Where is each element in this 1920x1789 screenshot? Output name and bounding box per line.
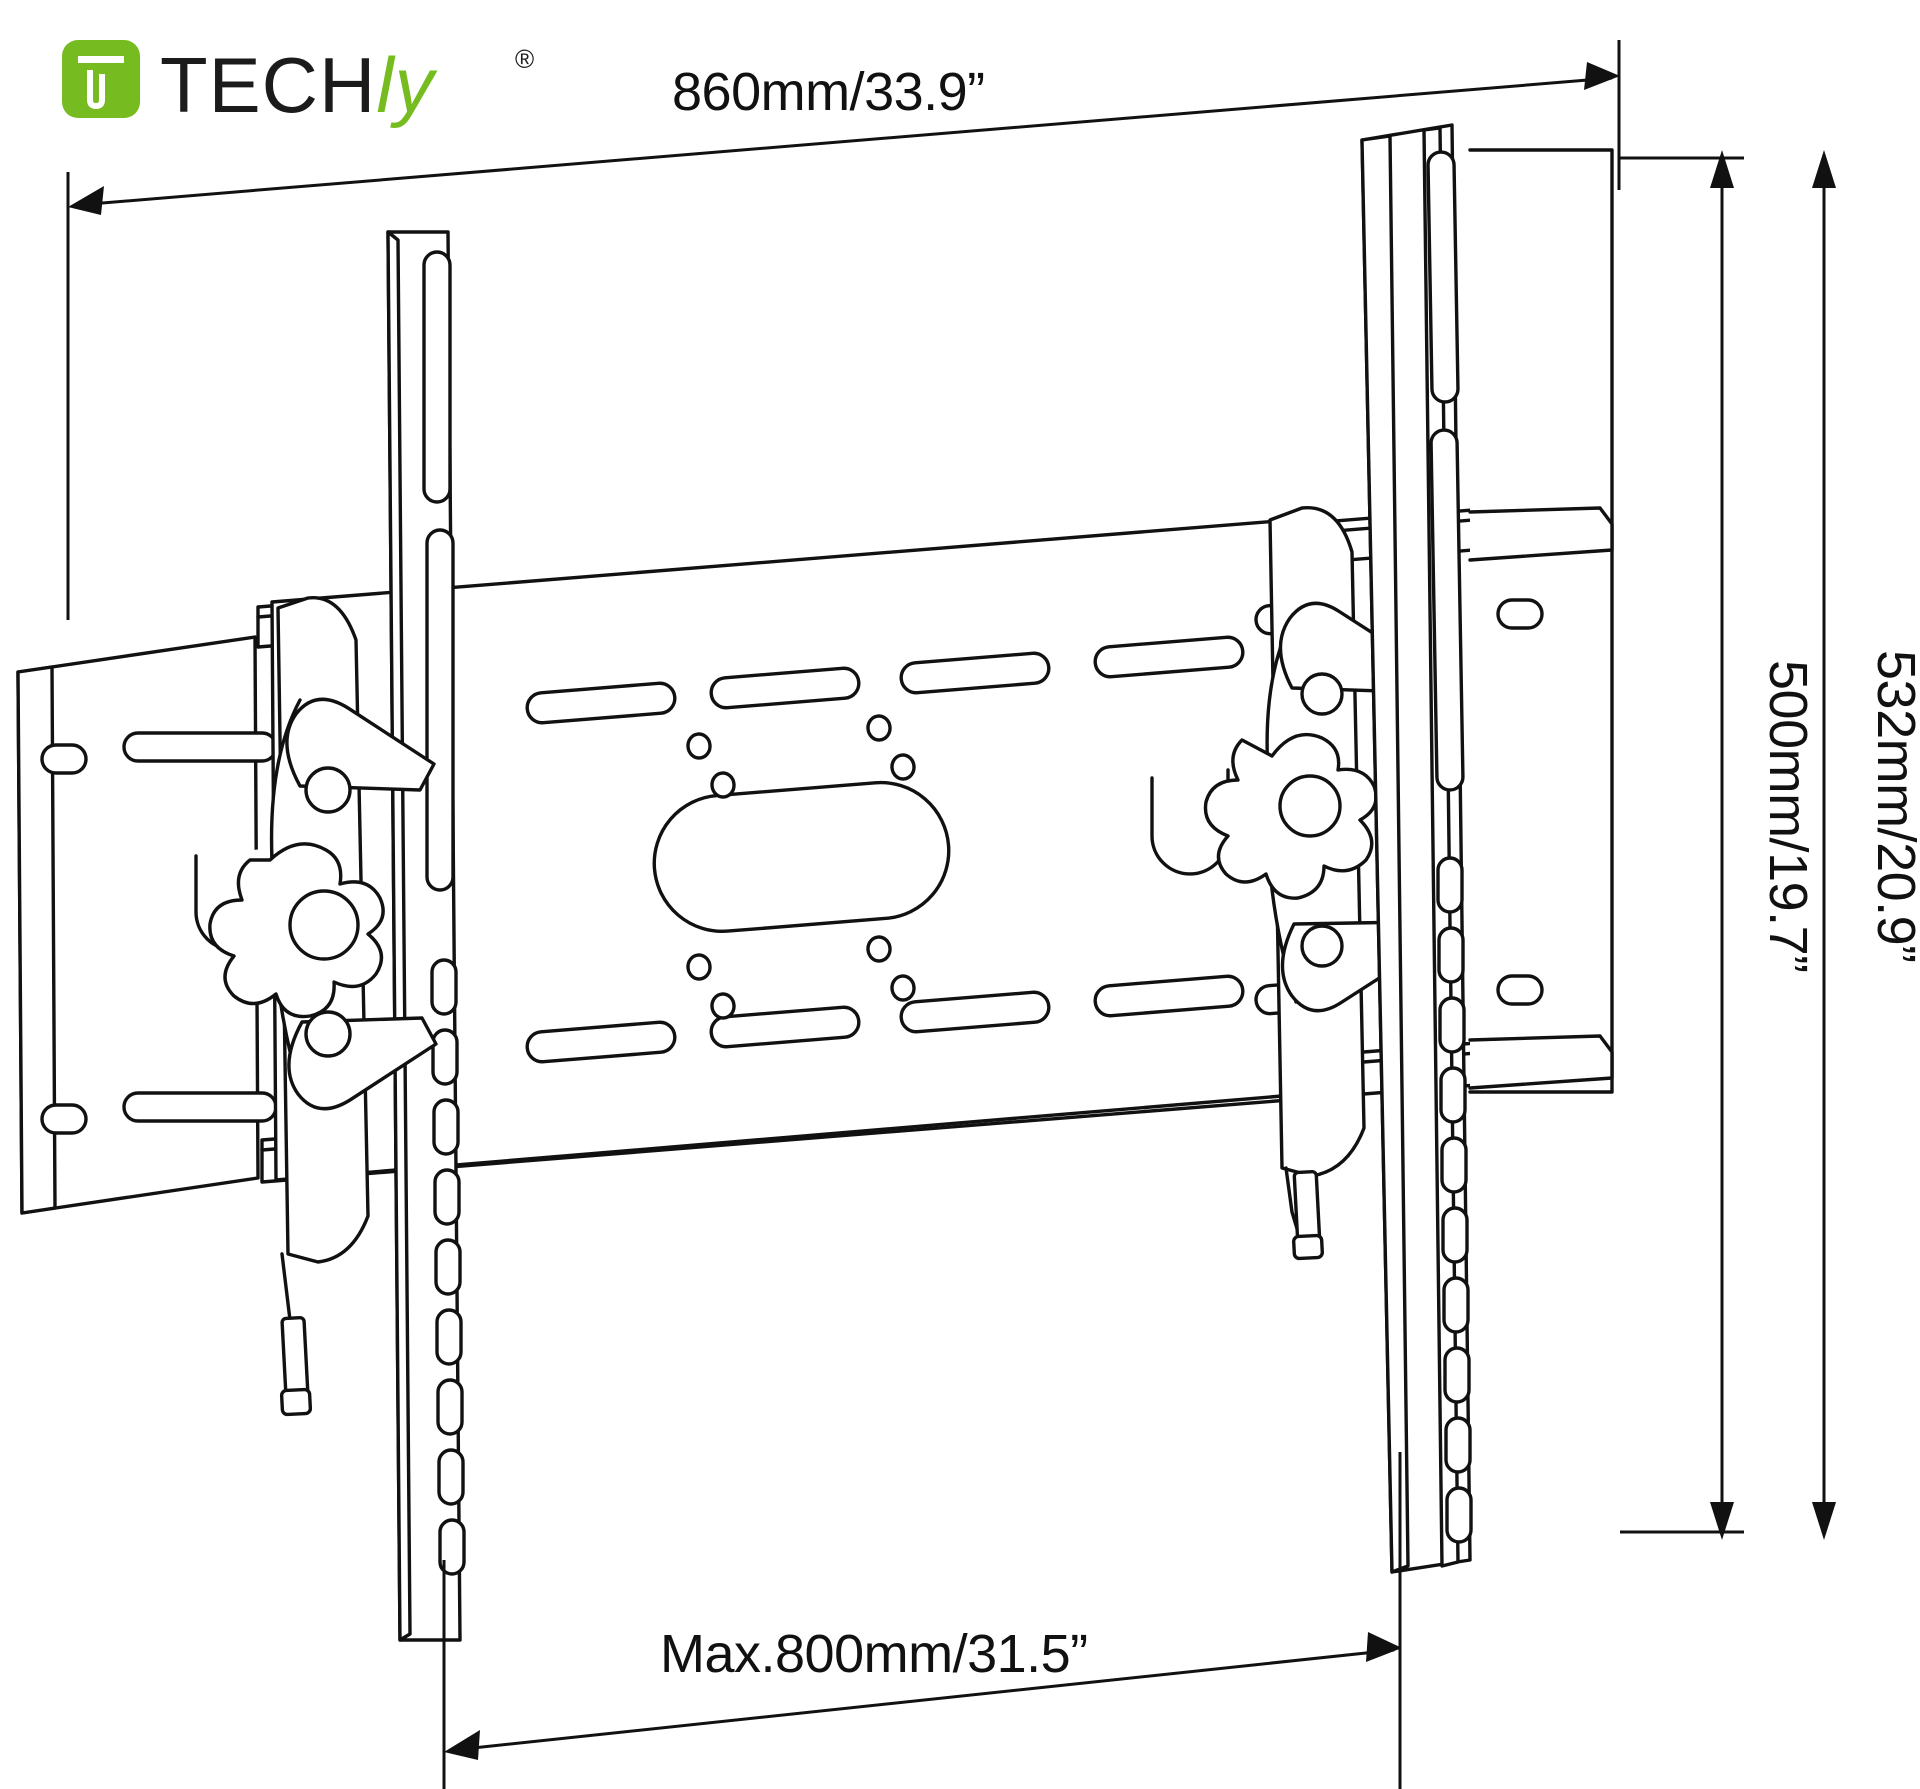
left-wall-plate xyxy=(16,635,278,1215)
bracket-drawing xyxy=(16,123,1614,1642)
dimension-label-height-outer: 532mm/20.9” xyxy=(1866,650,1920,963)
dimension-height-inner xyxy=(1620,150,1744,1540)
techly-logo: TECHly ® xyxy=(62,40,534,129)
left-tilt-arm xyxy=(208,596,438,1417)
logo-wordmark: TECHly xyxy=(160,41,438,129)
dimension-label-height-inner: 500mm/19.7” xyxy=(1758,660,1818,973)
right-side-plate xyxy=(1468,148,1614,1094)
center-plate xyxy=(270,518,1302,1182)
logo-icon-glyph xyxy=(87,70,105,110)
registered-mark: ® xyxy=(515,44,534,74)
left-vertical-rail xyxy=(386,230,466,1642)
right-vertical-rail xyxy=(1360,123,1473,1574)
dimension-label-width-bottom: Max.800mm/31.5” xyxy=(660,1624,1088,1684)
logo-icon-bar xyxy=(78,56,124,63)
right-tilt-arm xyxy=(1203,506,1428,1261)
dimension-height-outer xyxy=(1812,150,1836,1540)
dimension-width-bottom xyxy=(442,1452,1402,1789)
dimension-label-width-top: 860mm/33.9” xyxy=(672,62,985,122)
dimension-width-top xyxy=(66,40,1621,620)
